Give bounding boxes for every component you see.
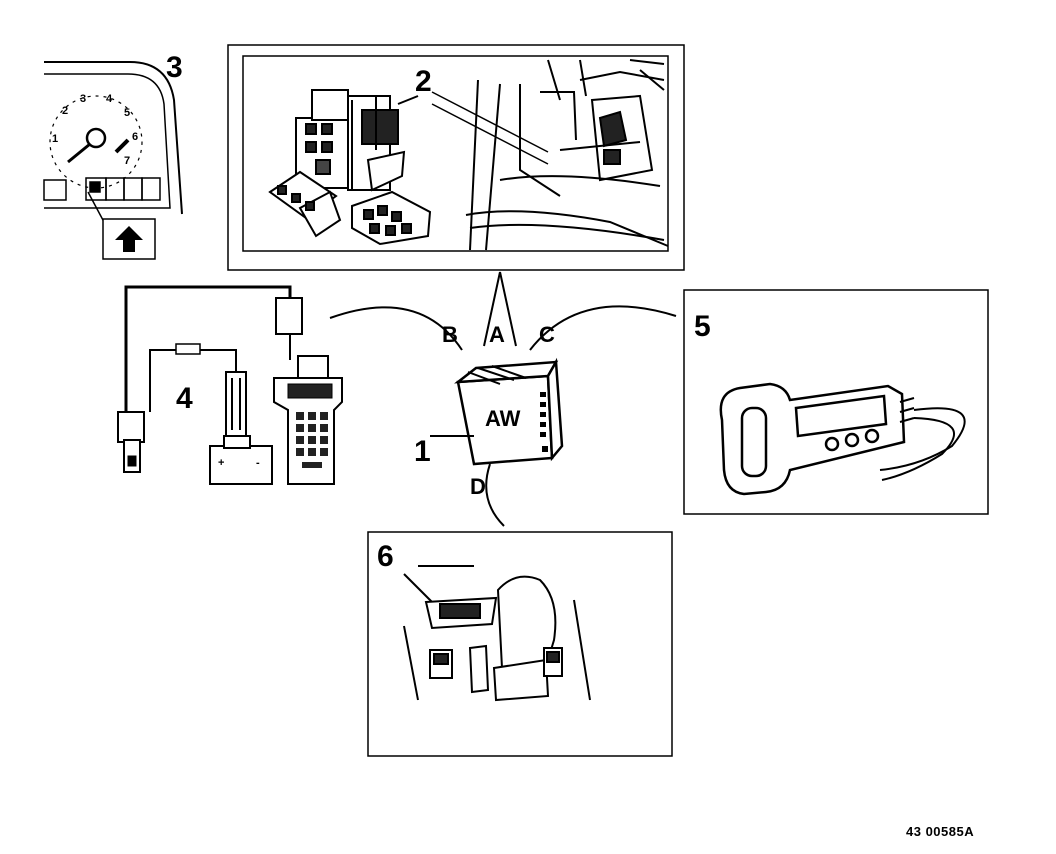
gauge-number-6: 6 (132, 131, 138, 143)
callout-3: 3 (166, 51, 183, 84)
gauge-number-5: 5 (124, 107, 130, 119)
panel-2-frame (227, 44, 685, 271)
cluster-outer-frame (44, 61, 183, 215)
key-display (794, 394, 888, 438)
zoom-line-bottom (431, 103, 549, 165)
fuse-relay-block (268, 89, 432, 246)
connection-c: C (539, 322, 555, 347)
engine-bay-sketch (465, 59, 669, 251)
battery-clamp (225, 371, 247, 437)
redline-mark (114, 138, 130, 154)
inline-fuse (175, 343, 201, 355)
arc-a (483, 271, 517, 347)
gauge-needle (67, 142, 91, 164)
tester-display (287, 383, 333, 399)
callout-6: 6 (377, 540, 394, 573)
gear-lever (496, 575, 557, 670)
key-cable (879, 407, 966, 471)
lamp-pointer (87, 191, 105, 223)
callout-4: 4 (176, 382, 193, 415)
arc-c (529, 305, 677, 351)
connection-d: D (470, 474, 486, 499)
figure-code: 43 00585A (906, 824, 975, 839)
callout-2: 2 (415, 65, 432, 98)
gauge-hub (85, 127, 107, 149)
key-grip-slot (740, 406, 768, 478)
gauge-number-2: 2 (62, 105, 68, 117)
ecu-connector-pins (540, 392, 548, 452)
panel-shifter (367, 531, 673, 757)
gauge-number-1: 1 (52, 133, 58, 145)
panel-key (683, 289, 989, 515)
panel-tester: + - (117, 285, 343, 485)
panel-2-inner-frame (242, 55, 669, 252)
callout-1: 1 (414, 435, 431, 468)
panel-6-frame (367, 531, 673, 757)
gauge-number-7: 7 (124, 155, 130, 167)
tester-cable-main (124, 285, 292, 412)
cluster-inner-frame (44, 73, 171, 209)
panel-5-frame (683, 289, 989, 515)
diagnostic-connector (117, 411, 145, 443)
panel-fuse-box (227, 44, 685, 271)
callout-5: 5 (694, 310, 711, 343)
tester-plug (275, 297, 303, 335)
tester-keypad (296, 412, 328, 468)
battery-minus: - (256, 457, 260, 469)
battery-cable (149, 349, 237, 412)
battery-plus: + (218, 457, 224, 469)
panel-cluster: 1 2 3 4 5 6 7 (43, 61, 183, 260)
ecu-label: AW (485, 406, 521, 431)
tester-top (297, 355, 329, 379)
connection-arcs (329, 271, 677, 527)
zoom-line-top (431, 91, 549, 153)
ecu-side (546, 357, 564, 462)
connection-a: A (489, 322, 505, 347)
connection-b: B (442, 322, 458, 347)
gauge-number-4: 4 (106, 93, 113, 105)
arrow-up-icon (115, 226, 143, 252)
leader-2 (397, 95, 419, 105)
gauge-number-3: 3 (80, 93, 86, 105)
arc-b (329, 306, 463, 351)
warning-lamp-strip (43, 177, 161, 201)
arc-d (485, 463, 505, 527)
